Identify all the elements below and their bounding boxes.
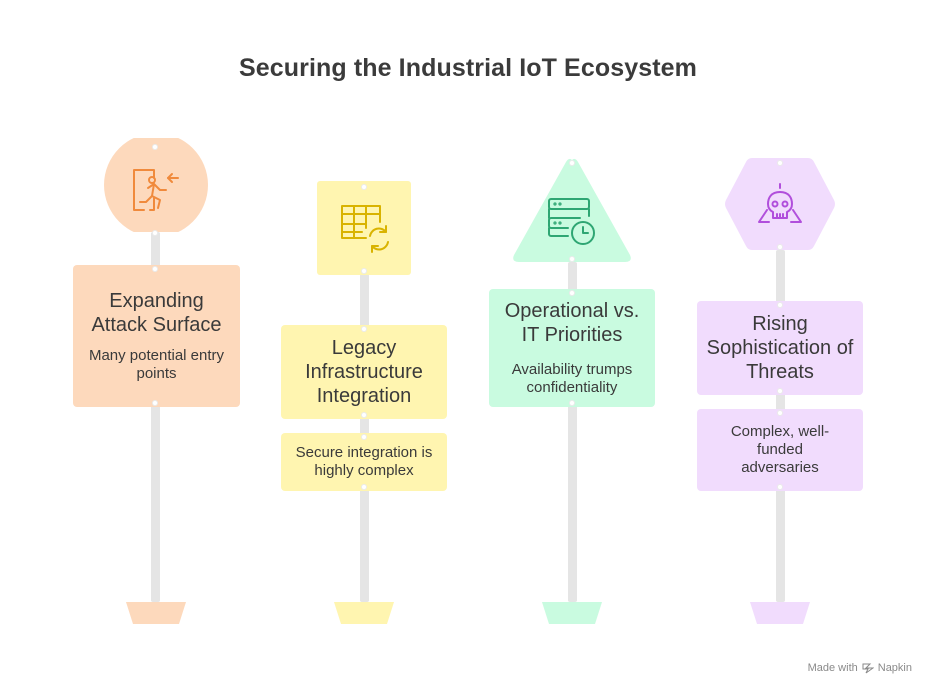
square-shape [317,181,411,275]
card-description: Complex, well-funded adversaries [730,423,830,476]
card-expanding-attack-surface: Expanding Attack Surface Many potential … [73,265,240,407]
napkin-brand-label: Napkin [877,662,912,674]
connector-dot [152,144,158,150]
connector-dot [569,160,575,166]
post-base [126,602,186,624]
card-description: Secure integration is highly complex [295,444,433,479]
card-heading: Expanding Attack Surface [91,290,222,336]
connector-dot [152,230,158,236]
connector-dot [777,410,783,416]
connector-dot [361,268,367,274]
diagram-title: Securing the Industrial IoT Ecosystem [239,54,697,82]
connector-dot [569,256,575,262]
card-legacy-infrastructure-integration: Legacy Infrastructure Integration [281,325,447,419]
connector-dot [777,484,783,490]
post-base [334,602,394,624]
card-description: Many potential entry points [88,347,225,382]
table-sync-icon [341,205,389,253]
triangle-shape [513,158,631,262]
connector-dot [361,326,367,332]
connector-dot [152,266,158,272]
card-heading: Legacy Infrastructure Integration [305,337,423,407]
post-base [542,602,602,624]
skull-warning-icon [758,183,802,223]
post-base [750,602,810,624]
connector-dot [361,484,367,490]
card-heading: Operational vs. IT Priorities [504,300,640,346]
hexagon-shape [725,158,835,250]
card-operational-vs-it-priorities: Operational vs. IT Priorities Availabili… [489,289,655,407]
connector-dot [777,160,783,166]
made-with-footer: Made with Napkin [808,662,912,674]
card-description: Availability trumps confidentiality [511,361,633,396]
post [568,262,577,602]
entry-door-runner-icon [133,169,179,211]
connector-dot [152,400,158,406]
post [151,232,160,602]
card-heading: Rising Sophistication of Threats [706,313,854,383]
connector-dot [777,302,783,308]
connector-dot [569,290,575,296]
card-description-box: Secure integration is highly complex [281,433,447,491]
napkin-logo-icon [862,663,874,674]
connector-dot [777,388,783,394]
connector-dot [361,434,367,440]
card-description-box: Complex, well-funded adversaries [697,409,863,491]
card-rising-sophistication-of-threats: Rising Sophistication of Threats [697,301,863,395]
connector-dot [777,244,783,250]
connector-dot [569,400,575,406]
made-with-label: Made with [807,662,858,674]
server-clock-icon [548,198,595,245]
connector-dot [361,184,367,190]
connector-dot [361,412,367,418]
